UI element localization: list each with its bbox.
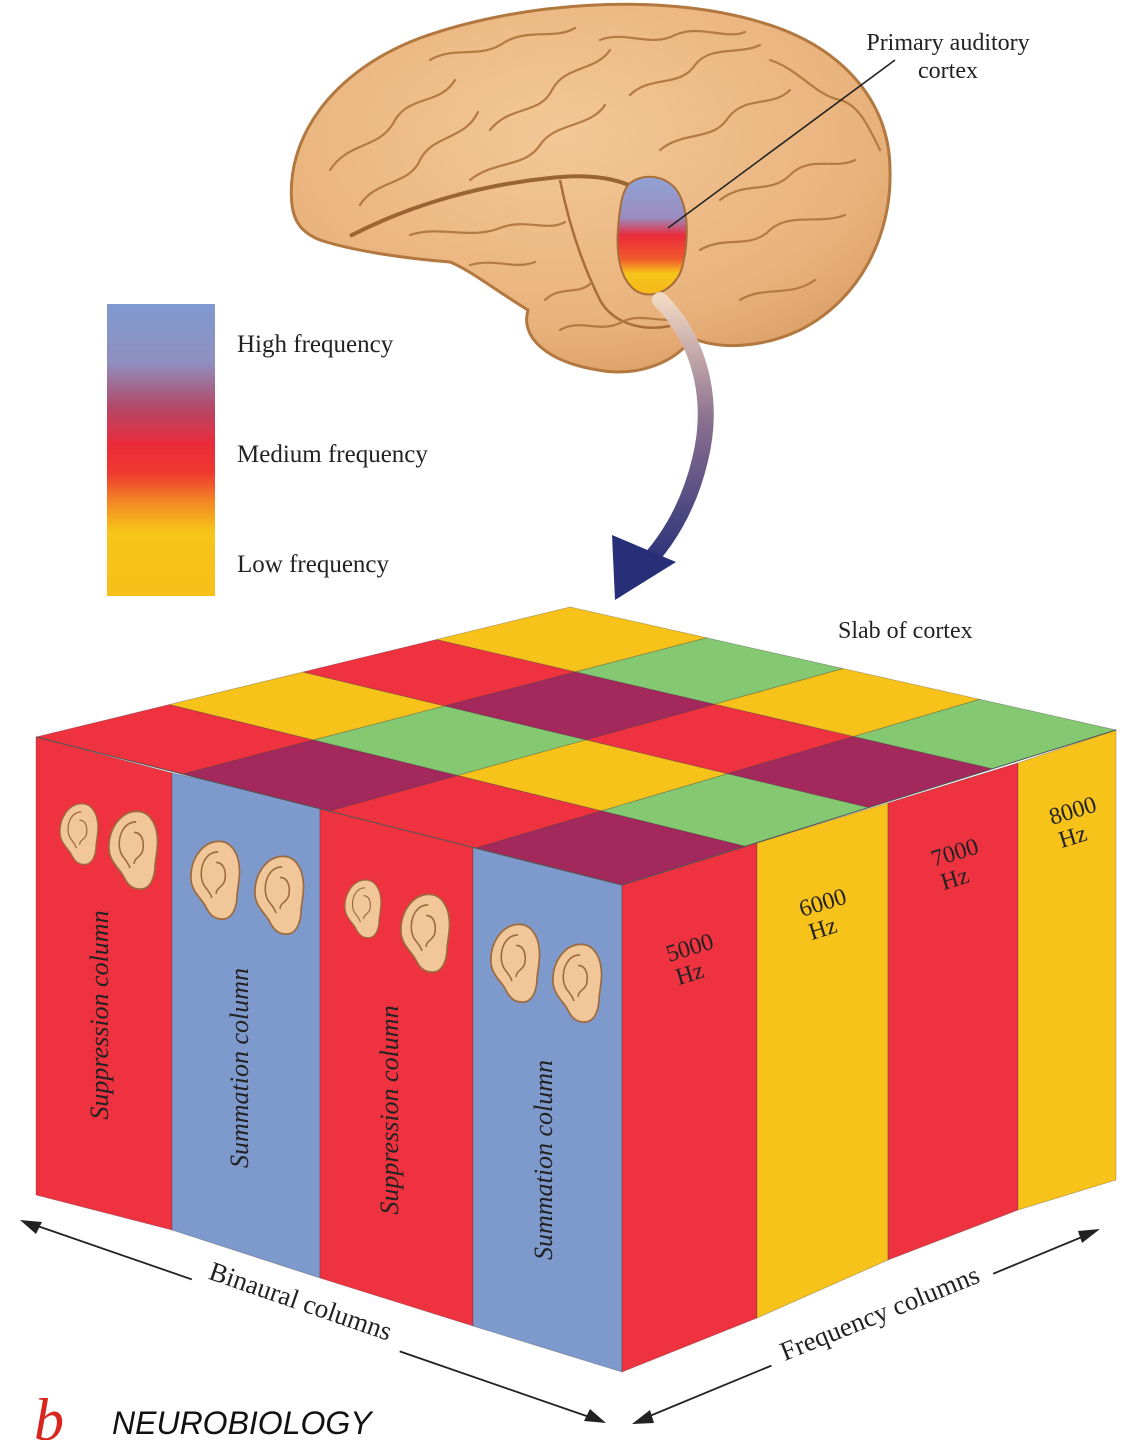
legend-low-label: Low frequency	[237, 551, 390, 578]
frequency-column-3	[888, 763, 1018, 1260]
binaural-column-label: Summation column	[225, 968, 254, 1168]
neurobiology-logo: b NEUROBIOLOGY	[34, 1387, 374, 1440]
binaural-column-label: Suppression column	[375, 1005, 404, 1214]
brain-illustration	[291, 4, 895, 372]
legend-medium-label: Medium frequency	[237, 441, 428, 468]
slab-label: Slab of cortex	[838, 618, 973, 644]
frequency-legend-bar	[107, 304, 215, 596]
legend-high-label: High frequency	[237, 331, 394, 358]
callout-line-1: Primary auditory	[866, 30, 1029, 56]
binaural-column-label: Summation column	[529, 1060, 558, 1260]
logo-letter: b	[34, 1387, 64, 1440]
frequency-column-1	[622, 843, 757, 1372]
frequency-column-2	[757, 803, 888, 1318]
logo-text: NEUROBIOLOGY	[112, 1405, 374, 1440]
binaural-column-label: Suppression column	[85, 910, 114, 1119]
callout-line-2: cortex	[918, 58, 978, 84]
